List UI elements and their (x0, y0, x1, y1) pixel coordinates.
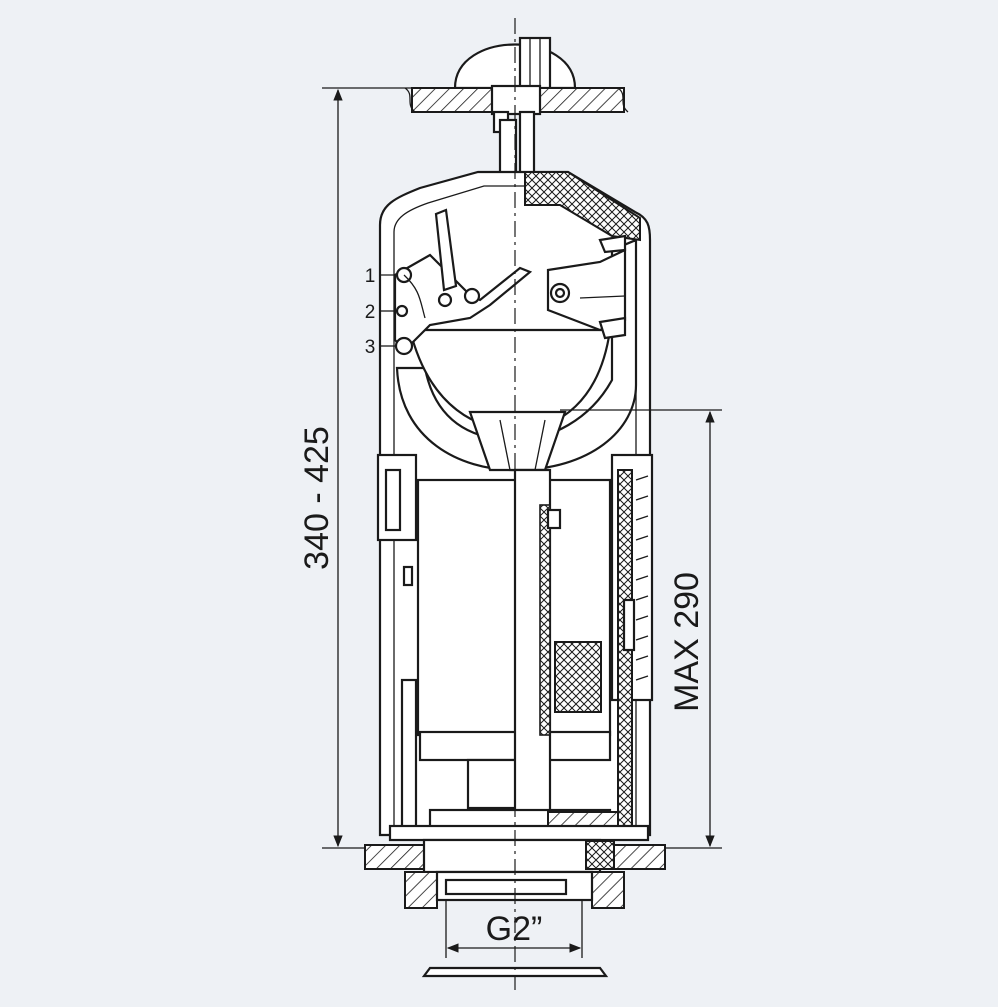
position-label-3: 3 (365, 337, 376, 358)
overall-height-dimension (322, 87, 412, 849)
bottom-plate (364, 838, 666, 874)
float-block (554, 641, 602, 713)
top-plate (404, 84, 629, 116)
max-height-label: MAX 290 (668, 572, 706, 712)
overall-height-label: 340 - 425 (298, 426, 336, 570)
position-leaders (380, 274, 398, 347)
position-label-1: 1 (365, 266, 376, 287)
bottom-seal (388, 808, 650, 842)
central-stem (513, 468, 562, 822)
thread-dimension (445, 900, 583, 958)
outlet-nut (404, 870, 625, 978)
thread-label: G2” (486, 910, 543, 948)
lever-mechanism (393, 208, 627, 356)
position-label-2: 2 (365, 302, 376, 323)
push-button (453, 36, 577, 90)
max-height-dimension (560, 409, 722, 849)
